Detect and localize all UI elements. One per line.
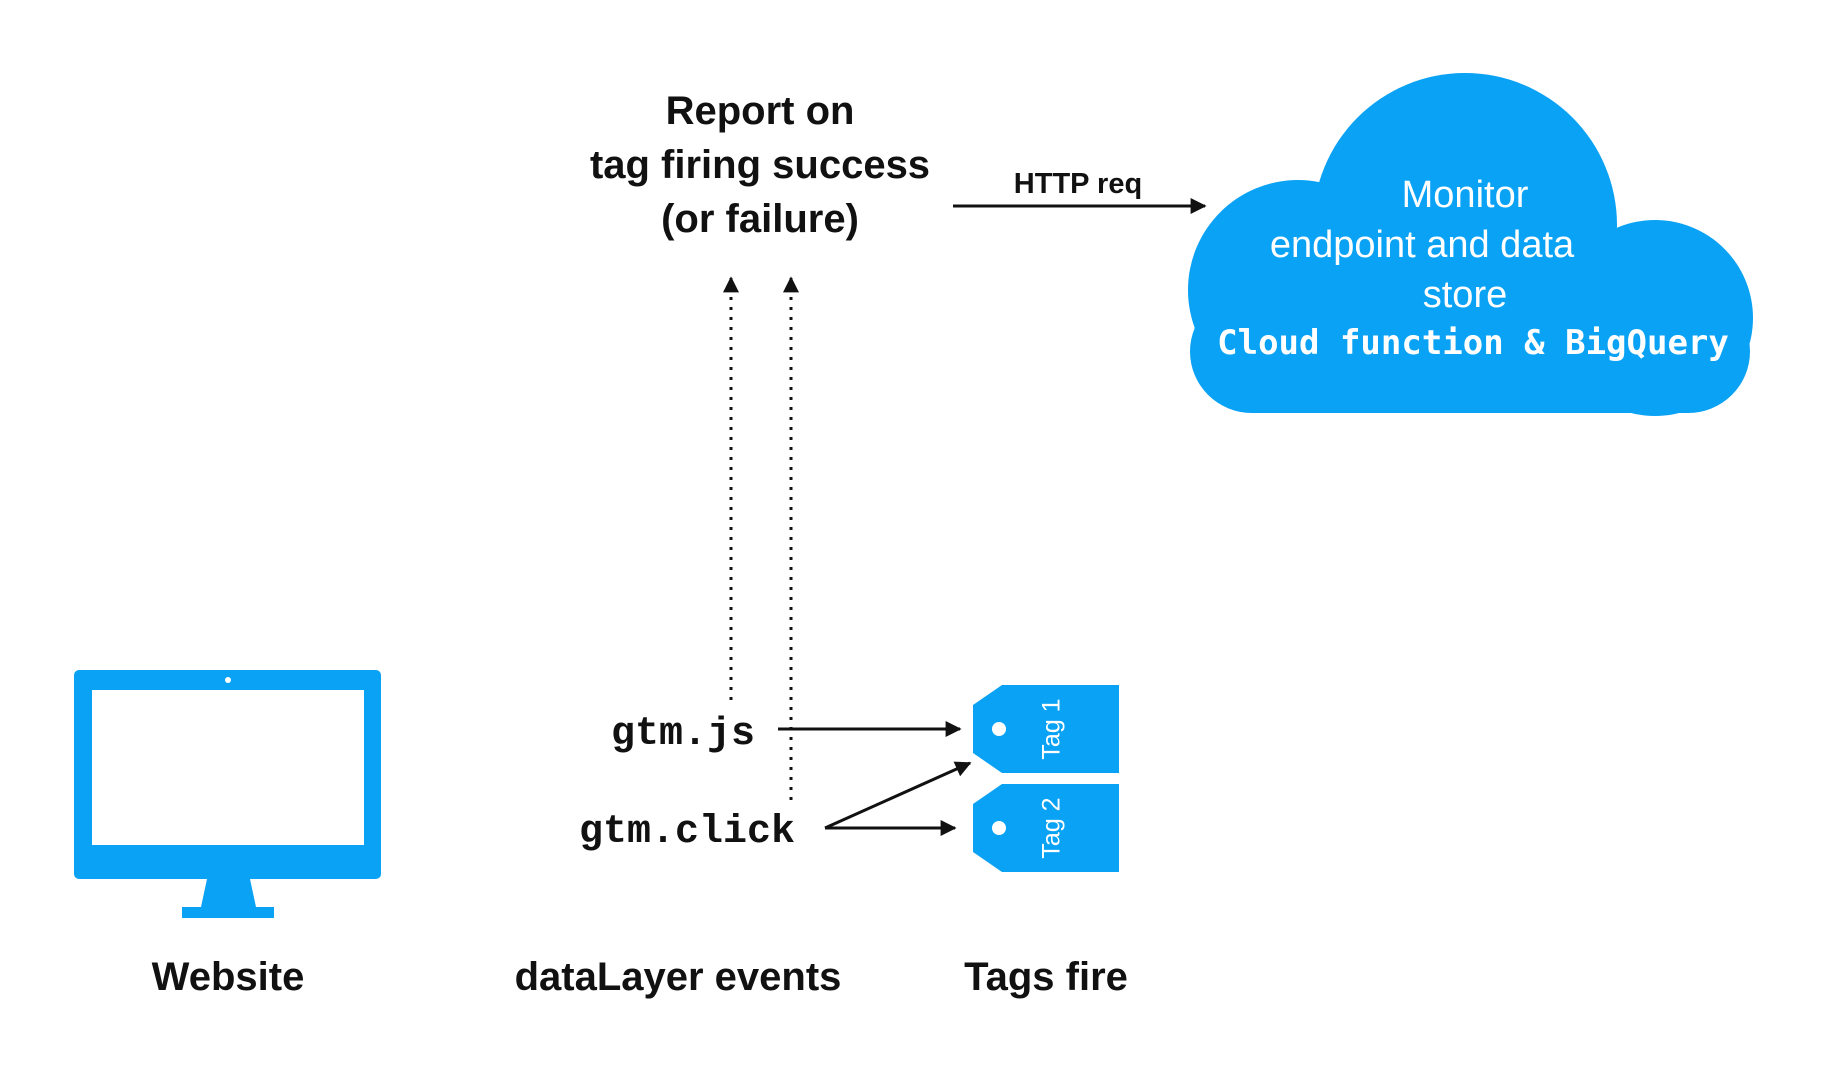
- tag-icon: Tag 1 Tag 2: [973, 685, 1119, 872]
- bottom-labels: Website dataLayer events Tags fire: [152, 955, 1128, 999]
- tag1-hole: [992, 722, 1006, 736]
- report-title-line2: tag firing success: [590, 143, 930, 187]
- cloud-line4: Cloud function & BigQuery: [1217, 323, 1729, 363]
- cloud-icon: [1188, 73, 1753, 416]
- report-title-line3: (or failure): [661, 197, 859, 241]
- datalayer-events: gtm.js gtm.click: [579, 712, 795, 855]
- report-title: Report on tag firing success (or failure…: [590, 89, 930, 241]
- event-gtm-js: gtm.js: [611, 712, 755, 757]
- report-title-line1: Report on: [666, 89, 855, 133]
- tag2-label: Tag 2: [1038, 797, 1066, 858]
- cloud-text: Monitor endpoint and data store Cloud fu…: [1217, 174, 1729, 363]
- tag2-shape: [973, 784, 1119, 872]
- monitor-icon: [74, 670, 381, 918]
- label-datalayer-events: dataLayer events: [515, 955, 842, 999]
- dotted-arrows: [723, 276, 799, 800]
- label-tags-fire: Tags fire: [964, 955, 1128, 999]
- arrow-gtm-click-to-tag1: [824, 761, 972, 830]
- event-to-tag-arrows: [778, 721, 972, 836]
- cloud-line3: store: [1423, 274, 1507, 316]
- tag2-hole: [992, 821, 1006, 835]
- tag1-shape: [973, 685, 1119, 773]
- http-label: HTTP req: [1014, 168, 1142, 200]
- tag1-label: Tag 1: [1038, 698, 1066, 759]
- label-website: Website: [152, 955, 305, 999]
- event-gtm-click: gtm.click: [579, 810, 795, 855]
- cloud-line1: Monitor: [1402, 174, 1529, 216]
- cloud-line2: endpoint and data: [1270, 224, 1575, 266]
- http-arrow: HTTP req: [953, 168, 1207, 214]
